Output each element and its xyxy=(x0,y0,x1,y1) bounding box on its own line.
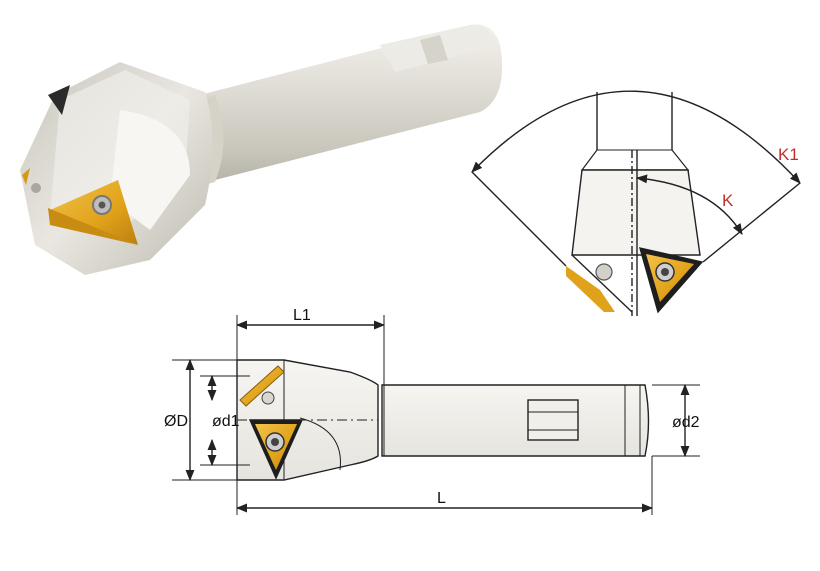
label-k1: K1 xyxy=(778,145,799,164)
label-diameter-d2: ød2 xyxy=(672,414,700,431)
label-diameter-d: ØD xyxy=(164,413,188,430)
label-l1: L1 xyxy=(293,307,311,324)
countersink-tool-photo xyxy=(20,24,503,275)
label-l: L xyxy=(437,490,446,507)
label-diameter-d1: ød1 xyxy=(212,413,240,430)
label-k: K xyxy=(722,191,734,210)
technical-drawing xyxy=(172,315,700,515)
photo-insert-icon xyxy=(50,180,138,245)
angle-diagram xyxy=(471,90,801,316)
